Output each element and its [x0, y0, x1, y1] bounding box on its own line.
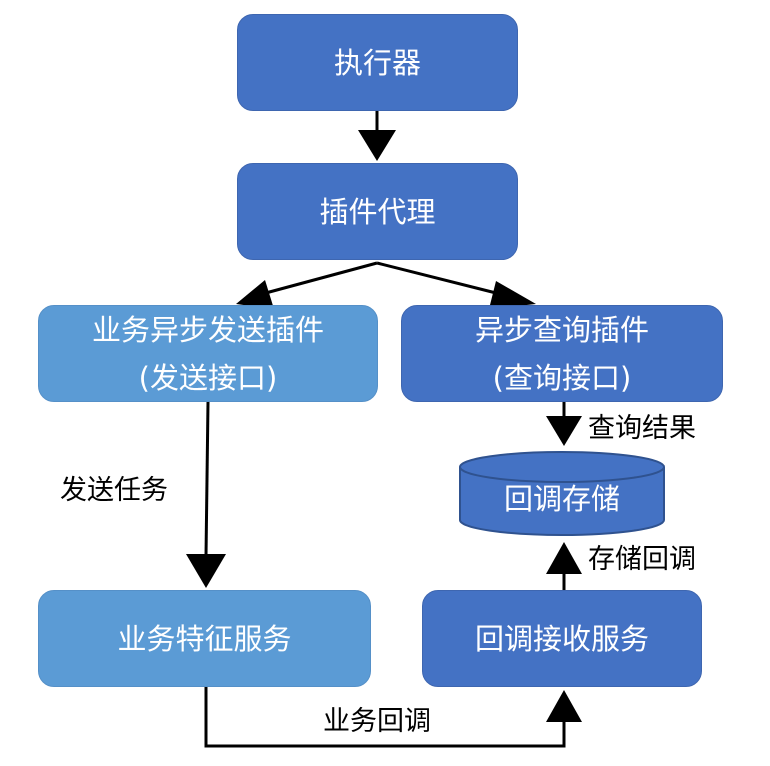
async-send-plugin-subtitle: (发送接口)	[138, 360, 278, 395]
async-query-plugin-subtitle: (查询接口)	[492, 360, 632, 395]
business-feature-service-label: 业务特征服务	[117, 621, 292, 656]
send-task-label: 发送任务	[60, 475, 168, 506]
business-feature-service-node: 业务特征服务	[38, 590, 371, 687]
edge-executor-to-proxy	[358, 111, 396, 161]
edge-proxy-to-send-plugin	[236, 261, 378, 309]
async-send-plugin-node: 业务异步发送插件 (发送接口)	[38, 305, 378, 402]
plugin-proxy-node: 插件代理	[237, 163, 518, 260]
business-callback-label: 业务回调	[323, 706, 431, 737]
edge-receive-to-storage	[546, 542, 582, 590]
callback-receive-service-label: 回调接收服务	[474, 621, 649, 656]
store-callback-label: 存储回调	[588, 544, 696, 575]
edge-feature-to-receive	[204, 687, 582, 748]
callback-storage-cylinder	[459, 451, 665, 536]
callback-receive-service-node: 回调接收服务	[422, 590, 702, 687]
edge-proxy-to-query-plugin	[376, 261, 536, 309]
plugin-proxy-label: 插件代理	[319, 194, 436, 229]
edge-query-to-storage	[546, 402, 582, 446]
async-send-plugin-title: 业务异步发送插件	[91, 312, 324, 347]
query-result-label: 查询结果	[588, 413, 696, 444]
async-query-plugin-node: 异步查询插件 (查询接口)	[401, 305, 723, 402]
callback-storage-label: 回调存储	[503, 482, 620, 516]
edge-send-to-feature	[186, 401, 226, 588]
async-query-plugin-title: 异步查询插件	[474, 312, 649, 347]
executor-label: 执行器	[333, 45, 421, 80]
executor-node: 执行器	[237, 14, 518, 111]
